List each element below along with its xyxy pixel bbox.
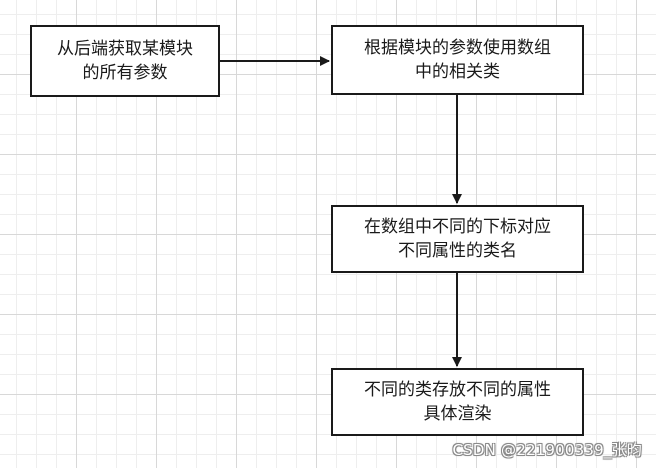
node-fetch-params[interactable]: 从后端获取某模块 的所有参数 bbox=[30, 25, 220, 97]
watermark-text: CSDN @221900339_张昀 bbox=[452, 441, 642, 459]
node-index-mapping[interactable]: 在数组中不同的下标对应 不同属性的类名 bbox=[331, 205, 584, 273]
node-render[interactable]: 不同的类存放不同的属性 具体渲染 bbox=[331, 368, 584, 436]
node-classes-array[interactable]: 根据模块的参数使用数组 中的相关类 bbox=[331, 25, 584, 95]
